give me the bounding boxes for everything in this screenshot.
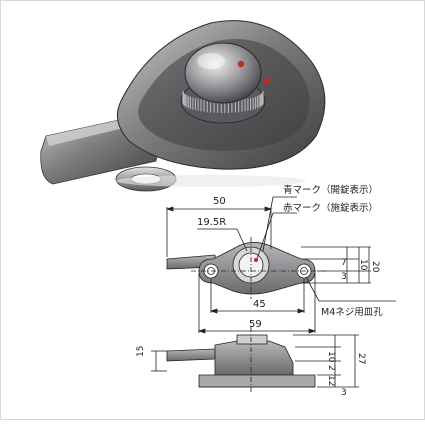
dim-side-10: 10 [326,351,336,363]
dim-radius: 19.5R [197,217,226,228]
dim-59: 59 [249,319,262,330]
dim-45: 45 [253,299,266,310]
side-base [198,374,316,388]
side-body [214,340,294,376]
dimension-labels: 50 19.5R 45 59 7 3 10 20 15 10 2 12 3 27 [136,196,380,398]
dim-plan-10: 10 [358,259,368,271]
dim-side-27: 27 [356,353,366,364]
product-photo [40,20,326,192]
callout-labels: 青マーク（開錠表示） 赤マーク（施錠表示） M4ネジ用皿孔 [283,184,383,318]
blue-mark-label: 青マーク（開錠表示） [283,184,378,196]
knob [184,42,262,104]
screw-hole-label: M4ネジ用皿孔 [321,307,383,318]
dim-side-3: 3 [341,388,347,398]
dimension-drawing [151,196,396,393]
dim-plan-7: 7 [341,258,347,268]
dim-side-12: 12 [326,375,336,386]
dim-side-15: 15 [136,346,146,357]
dim-50: 50 [213,196,226,207]
side-lever [166,348,216,362]
dim-plan-3: 3 [341,272,347,282]
red-mark-label: 赤マーク（施錠表示） [283,202,378,214]
red-indicator-dot [237,60,245,68]
dim-side-2: 2 [326,365,336,371]
dim-plan-20: 20 [370,261,380,273]
red-indicator-dot-2 [264,78,270,84]
